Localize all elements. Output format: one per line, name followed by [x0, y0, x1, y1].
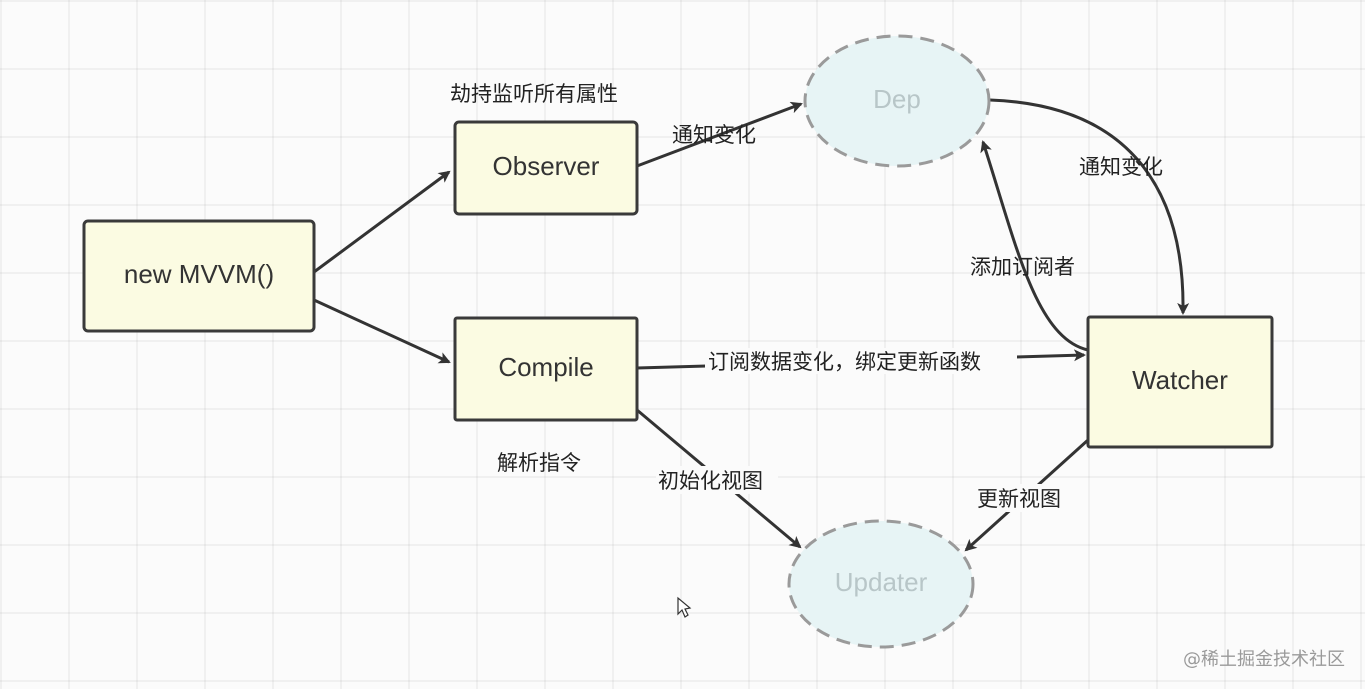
node-watcher: Watcher: [1086, 315, 1274, 449]
edge-label-observer-to-dep: 通知变化: [672, 123, 756, 147]
edge-mvvm-to-compile: [313, 298, 451, 364]
node-compile-label: Compile: [498, 352, 593, 382]
node-dep-label: Dep: [873, 84, 921, 114]
edge-dep-to-watcher: [989, 98, 1190, 315]
edge-label-dep-to-watcher: 通知变化: [1079, 155, 1163, 179]
edge-watcher-to-dep: [980, 140, 1089, 352]
node-observer-label: Observer: [493, 151, 600, 181]
edge-label-compile-to-updater-bg: [656, 466, 778, 494]
watermark: @稀土掘金技术社区: [1183, 649, 1345, 670]
observer-caption: 劫持监听所有属性: [450, 82, 618, 106]
mouse-cursor-icon: [677, 596, 692, 618]
edge-label-compile-to-watcher: 订阅数据变化，绑定更新函数: [708, 350, 981, 374]
edge-label-compile-to-updater: 初始化视图: [658, 469, 763, 493]
edge-label-watcher-to-dep: 添加订阅者: [970, 255, 1075, 279]
edge-observer-to-dep: [636, 101, 803, 168]
node-compile: Compile: [453, 316, 639, 422]
node-watcher-label: Watcher: [1132, 365, 1228, 395]
node-mvvm: new MVVM(): [82, 219, 316, 333]
node-updater-label: Updater: [835, 567, 928, 597]
edge-label-compile-to-watcher-bg: [705, 348, 1017, 374]
node-mvvm-label: new MVVM(): [124, 259, 274, 289]
edge-label-watcher-to-updater-bg: [975, 484, 1075, 512]
edge-label-watcher-to-updater: 更新视图: [977, 487, 1061, 511]
compile-caption: 解析指令: [497, 451, 581, 475]
node-dep: Dep: [803, 34, 991, 168]
node-updater: Updater: [787, 519, 975, 649]
edge-mvvm-to-observer: [313, 170, 451, 274]
node-observer: Observer: [453, 120, 639, 216]
